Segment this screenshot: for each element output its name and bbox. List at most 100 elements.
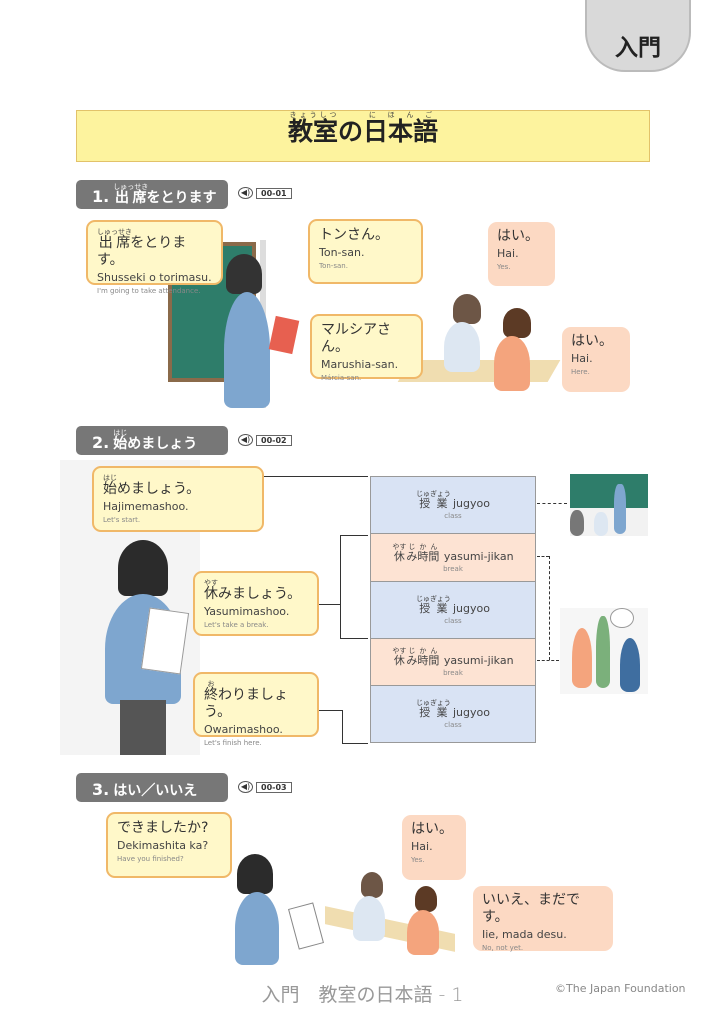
romaji: yasumi-jikan — [443, 654, 514, 667]
title-word-1: 教室きょうしつ — [288, 111, 338, 146]
english: break — [443, 669, 463, 677]
speech-bubble-teacher: 出席しゅっせきをとります。 Shusseki o torimasu. I'm g… — [86, 220, 223, 295]
arrow-end — [342, 743, 368, 744]
check-illustration — [235, 850, 455, 965]
furigana: しゅっせき — [113, 183, 149, 191]
teacher-body — [235, 892, 279, 965]
section-title: をとります — [146, 190, 217, 206]
furigana: はじ — [103, 474, 117, 482]
section-2-header: 2.始はじめましょう — [76, 426, 228, 455]
english: class — [444, 721, 462, 729]
section-number: 1. — [92, 187, 110, 206]
bubble-japanese: はい。 — [411, 821, 453, 837]
bubble-japanese: いいえ、まだです。 — [482, 892, 580, 925]
speech-bubble-student: はい。 Hai. Yes. — [488, 222, 555, 286]
kanji: 授業 — [416, 497, 451, 510]
dashed-connector — [537, 503, 567, 504]
audio-track-3[interactable]: ◀)00-03 — [238, 781, 292, 793]
english: class — [444, 512, 462, 520]
student-body — [494, 336, 530, 391]
bubble-english: Let's start. — [103, 516, 141, 524]
student-head — [361, 872, 383, 898]
paper — [140, 607, 190, 675]
student-body — [353, 896, 385, 941]
dashed-connector — [549, 556, 550, 660]
bubble-romaji: Ton-san. — [319, 246, 365, 259]
student-head — [503, 308, 531, 338]
kanji: 始 — [103, 481, 117, 497]
kanji: 出席 — [97, 235, 132, 251]
speech-bubble-no: いいえ、まだです。 Iie, mada desu. No, not yet. — [473, 886, 613, 952]
furigana: きょうしつ — [287, 111, 338, 119]
furigana: じゅぎょう — [416, 595, 451, 603]
kana: めましょう。 — [117, 481, 201, 497]
dashed-connector — [537, 660, 559, 661]
audio-code: 00-01 — [256, 187, 292, 199]
attendance-book — [268, 315, 300, 355]
title-kanji: 日本語 — [363, 117, 439, 146]
kanji: 休 — [204, 586, 218, 602]
class-illustration — [570, 474, 648, 536]
section-title: はい／いいえ — [113, 783, 198, 799]
bubble-japanese: 終おわりましょう。 — [204, 680, 308, 721]
romaji: jugyoo — [452, 602, 490, 615]
teacher-figure — [614, 484, 626, 534]
arrow-break-bracket — [340, 535, 341, 638]
kana: みましょう。 — [218, 586, 302, 602]
section-kanji: 始はじ — [113, 429, 127, 452]
bubble-japanese: はい。 — [571, 333, 613, 349]
teacher-head — [226, 254, 262, 294]
student-figure — [570, 510, 584, 536]
section-number: 2. — [92, 433, 110, 452]
bubble-romaji: Hai. — [571, 352, 593, 365]
furigana: はじ — [113, 429, 128, 437]
title-word-2: 日本語にほんご — [363, 111, 439, 146]
bubble-japanese: 休やすみましょう。 — [204, 579, 308, 603]
blackboard — [570, 474, 648, 508]
bubble-romaji: Shusseki o torimasu. — [97, 271, 212, 284]
furigana: お — [204, 680, 218, 688]
speaker-icon[interactable]: ◀) — [238, 187, 253, 199]
arrow-segment — [340, 638, 368, 639]
speech-bubble-teacher: マルシアさん。 Marushia-san. Márcia-san. — [310, 314, 423, 382]
bubble-japanese: はい。 — [497, 228, 539, 244]
bubble-japanese: 始はじめましょう。 — [103, 474, 253, 498]
bubble-english: Ton-san. — [319, 262, 348, 270]
furigana: やす — [204, 579, 218, 587]
kanji: み時間 — [406, 654, 440, 667]
bubble-romaji: Marushia-san. — [321, 358, 399, 371]
speaker-icon[interactable]: ◀) — [238, 781, 253, 793]
bubble-romaji: Dekimashita ka? — [117, 839, 209, 852]
furigana: じかん — [406, 647, 440, 655]
bubble-romaji: Iie, mada desu. — [482, 928, 567, 941]
thought-bubble — [610, 608, 634, 628]
bubble-romaji: Hai. — [411, 840, 433, 853]
bubble-romaji: Yasumimashoo. — [204, 605, 290, 618]
english: class — [444, 617, 462, 625]
furigana: にほんご — [363, 111, 439, 119]
bubble-japanese: できましたか? — [117, 820, 209, 836]
bubble-english: No, not yet. — [482, 944, 524, 952]
section-kanji: 出席しゅっせき — [113, 183, 148, 206]
audio-track-1[interactable]: ◀)00-01 — [238, 187, 292, 199]
bubble-english: Yes. — [497, 263, 511, 271]
bubble-english: Let's take a break. — [204, 621, 269, 629]
speaker-icon[interactable]: ◀) — [238, 434, 253, 446]
audio-track-2[interactable]: ◀)00-02 — [238, 434, 292, 446]
title-kana: の — [337, 117, 363, 146]
bubble-romaji: Hajimemashoo. — [103, 500, 189, 513]
speech-bubble-start: 始はじめましょう。 Hajimemashoo. Let's start. — [92, 466, 264, 532]
bubble-japanese: トンさん。 — [319, 227, 389, 243]
student-figure — [572, 628, 592, 688]
furigana: やす — [392, 542, 407, 551]
page-footer: 入門 教室の日本語 - 1 — [261, 984, 464, 1006]
page-title: 教室きょうしつの日本語にほんご — [76, 110, 650, 162]
kanji: 終 — [204, 687, 218, 703]
bubble-japanese: マルシアさん。 — [321, 322, 391, 355]
bubble-romaji: Hai. — [497, 247, 519, 260]
furigana: じかん — [406, 542, 440, 551]
paper — [288, 902, 324, 950]
